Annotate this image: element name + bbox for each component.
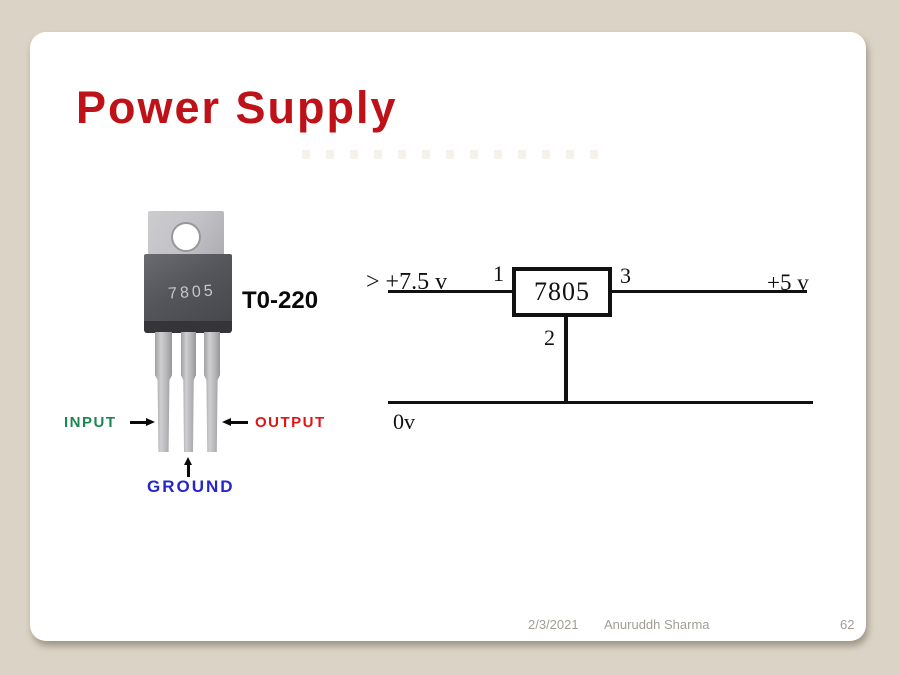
output-voltage-label: +5 v	[767, 270, 809, 295]
ground-drop-wire	[564, 317, 568, 404]
regulator-box: 7805	[512, 267, 612, 317]
output-wire	[610, 290, 807, 293]
output-arrow-icon	[222, 418, 231, 426]
ground-arrow-icon	[184, 457, 192, 465]
slide-title: Power Supply	[76, 82, 398, 133]
input-arrow-line	[130, 421, 147, 424]
ground-pin-label: GROUND	[147, 477, 235, 496]
package-leg-input	[155, 332, 172, 452]
input-arrow-icon	[146, 418, 155, 426]
pin-number-1: 1	[493, 261, 504, 286]
package-body-bottom-edge	[144, 321, 232, 333]
output-arrow-line	[230, 421, 248, 424]
package-leg-output	[204, 332, 220, 452]
footer-author: Anuruddh Sharma	[604, 617, 710, 632]
input-voltage-label: > +7.5 v	[366, 269, 448, 295]
package-plastic-body	[144, 254, 232, 324]
ground-voltage-label: 0v	[393, 409, 415, 434]
input-wire	[388, 290, 513, 293]
ground-arrow-line	[187, 464, 190, 477]
package-type-label: T0-220	[242, 287, 319, 314]
ground-rail-wire	[388, 401, 813, 404]
pin-number-3: 3	[620, 263, 631, 288]
package-leg-ground	[181, 332, 196, 452]
input-pin-label: INPUT	[64, 414, 117, 431]
footer-page-number: 62	[840, 617, 855, 632]
package-mounting-hole	[171, 222, 201, 252]
regulator-box-label: 7805	[534, 277, 590, 306]
pin-number-2: 2	[544, 325, 555, 350]
output-pin-label: OUTPUT	[255, 414, 326, 431]
footer-date: 2/3/2021	[528, 617, 579, 632]
title-underline-dots	[302, 150, 602, 159]
